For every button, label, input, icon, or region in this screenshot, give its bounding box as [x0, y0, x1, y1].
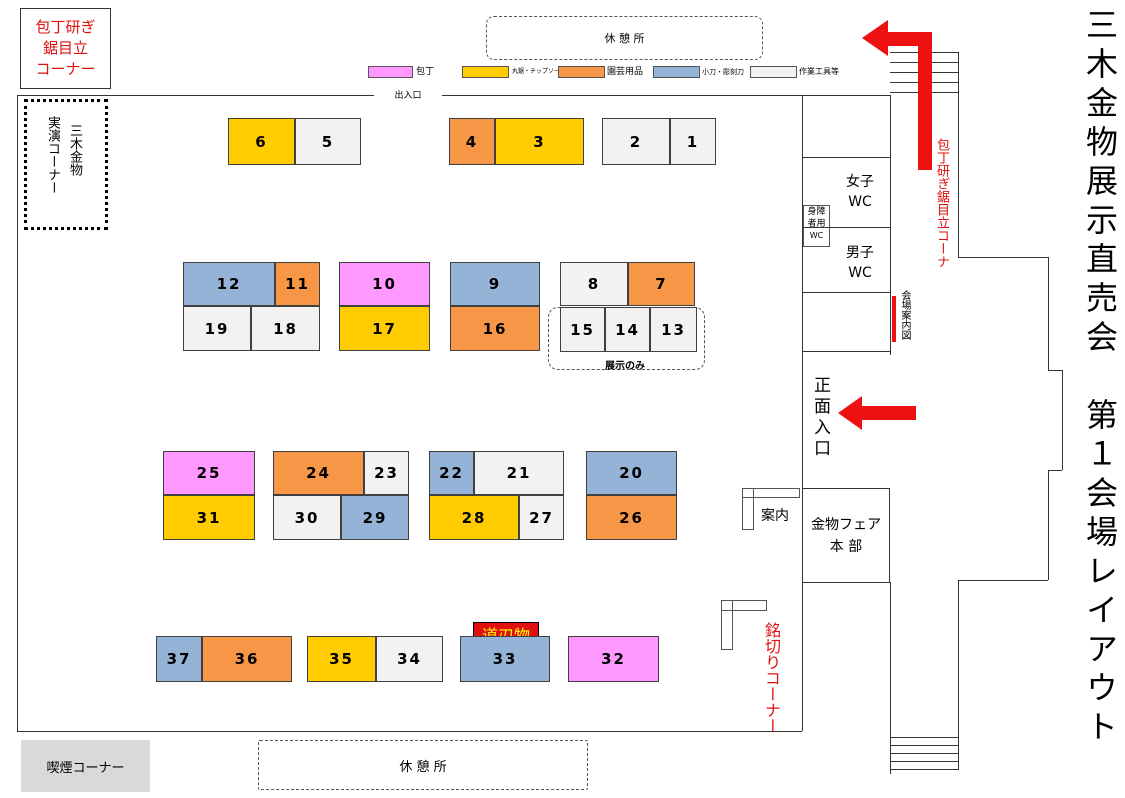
booth-1: 1: [670, 118, 716, 165]
page-title: 三木金物展示直売会 第１会場レイアウト: [1082, 8, 1118, 749]
booth-24: 24: [273, 451, 364, 495]
legend-swatch-saw: [462, 66, 509, 78]
hall-top-wall-right: [442, 95, 890, 96]
booth-18: 18: [251, 306, 320, 351]
accessible-wc: 身障 者用 WC: [803, 205, 830, 247]
booth-4: 4: [449, 118, 495, 165]
demo-corner-label-1: 三木金物: [67, 124, 82, 176]
legend-swatch-garden: [558, 66, 605, 78]
accessible-wc-label-2: 者用: [807, 219, 826, 229]
legend-swatch-knife: [368, 66, 413, 78]
smoking-corner-label: 喫煙コーナー: [46, 760, 125, 776]
wc-lower-line: [802, 351, 890, 352]
legend-label-carving: 小刀・彫刻刀: [702, 68, 744, 76]
booth-17: 17: [339, 306, 430, 351]
booth-23: 23: [364, 451, 409, 495]
booth-34: 34: [376, 636, 443, 682]
demo-corner: 三木金物 実演コーナー: [24, 99, 108, 230]
mens-wc-label-2: WC: [848, 265, 872, 281]
booth-2: 2: [602, 118, 670, 165]
mens-wc-label-1: 男子: [846, 245, 874, 261]
legend-label-tools: 作業工具等: [799, 67, 839, 76]
booth-30: 30: [273, 495, 341, 540]
knife-corner-direction-label: 包丁研ぎ鋸目立コーナーへ: [916, 138, 949, 268]
booth-25: 25: [163, 451, 255, 495]
venue-guide-label: 会場案内図: [899, 290, 910, 340]
hall-bottom-wall: [17, 731, 802, 732]
hq-label-2: 本 部: [829, 538, 863, 555]
smoking-corner: 喫煙コーナー: [21, 740, 150, 792]
wc-mid-line: [802, 227, 890, 228]
booth-9: 9: [450, 262, 540, 306]
legend-label-knife: 包丁: [416, 67, 435, 77]
womens-wc-label-1: 女子: [846, 174, 874, 190]
wc-top-line: [802, 157, 890, 158]
booth-7: 7: [628, 262, 695, 306]
booth-11: 11: [275, 262, 320, 306]
entrance-top-label: 出入口: [394, 91, 422, 101]
booth-19: 19: [183, 306, 251, 351]
booth-28: 28: [429, 495, 519, 540]
hall-right-wall: [802, 95, 803, 731]
accessible-wc-label-3: WC: [809, 231, 824, 240]
booth-6: 6: [228, 118, 295, 165]
booth-22: 22: [429, 451, 474, 495]
booth-31: 31: [163, 495, 255, 540]
hq-box: 金物フェア 本 部: [802, 488, 890, 583]
arrow-to-knife-corner-icon: [862, 20, 932, 170]
wc-bottom-line: [802, 292, 890, 293]
demo-corner-label-2: 実演コーナー: [45, 116, 60, 194]
rest-area-top-label: 休 憩 所: [604, 32, 645, 45]
booth-14: 14: [605, 307, 650, 352]
booth-3: 3: [495, 118, 584, 165]
booth-37: 37: [156, 636, 202, 682]
booth-32: 32: [568, 636, 659, 682]
booth-12: 12: [183, 262, 275, 306]
corridor-wall: [890, 95, 891, 355]
booth-15: 15: [560, 307, 605, 352]
booth-20: 20: [586, 451, 677, 495]
corridor-wall-lower: [890, 582, 891, 774]
legend-label-saw: 丸鋸・チップソー: [512, 68, 561, 75]
womens-wc-label-2: WC: [848, 194, 872, 210]
booth-36: 36: [202, 636, 292, 682]
mens-wc: 男子 WC: [832, 243, 888, 283]
booth-29: 29: [341, 495, 409, 540]
corner-line-2: 鋸目立: [42, 39, 88, 57]
rest-area-top: 休 憩 所: [486, 16, 763, 60]
booth-5: 5: [295, 118, 361, 165]
engraving-corner-label: 銘切りコーナー: [762, 622, 781, 734]
womens-wc: 女子 WC: [832, 172, 888, 212]
booth-10: 10: [339, 262, 430, 306]
knife-corner-direction: 包丁研ぎ鋸目立コーナーへ: [910, 138, 950, 268]
main-entrance-arrow-icon: [838, 396, 916, 430]
accessible-wc-label-1: 身障: [807, 207, 826, 217]
venue-guide-board: [892, 296, 896, 342]
display-only-label: 展示のみ: [605, 361, 645, 372]
hall-left-wall: [17, 95, 18, 731]
booth-33: 33: [460, 636, 550, 682]
booth-35: 35: [307, 636, 376, 682]
knife-sharpening-corner: 包丁研ぎ 鋸目立 コーナー: [20, 8, 111, 89]
booth-16: 16: [450, 306, 540, 351]
corner-line-3: コーナー: [35, 60, 96, 78]
hall-top-wall-left: [17, 95, 374, 96]
booth-13: 13: [650, 307, 697, 352]
booth-27: 27: [519, 495, 564, 540]
legend-label-garden: 園芸用品: [607, 67, 644, 77]
hq-label-1: 金物フェア: [811, 516, 881, 533]
corner-line-1: 包丁研ぎ: [35, 18, 96, 36]
legend-swatch-tools: [750, 66, 797, 78]
main-entrance-label: 正面入口: [810, 376, 830, 460]
booth-8: 8: [560, 262, 628, 306]
booth-21: 21: [474, 451, 564, 495]
entrance-top: 出入口: [378, 88, 438, 102]
info-label: 案内: [761, 508, 789, 524]
booth-26: 26: [586, 495, 677, 540]
rest-area-bottom: 休 憩 所: [258, 740, 588, 790]
rest-area-bottom-label: 休 憩 所: [399, 759, 447, 775]
legend-swatch-carving: [653, 66, 700, 78]
